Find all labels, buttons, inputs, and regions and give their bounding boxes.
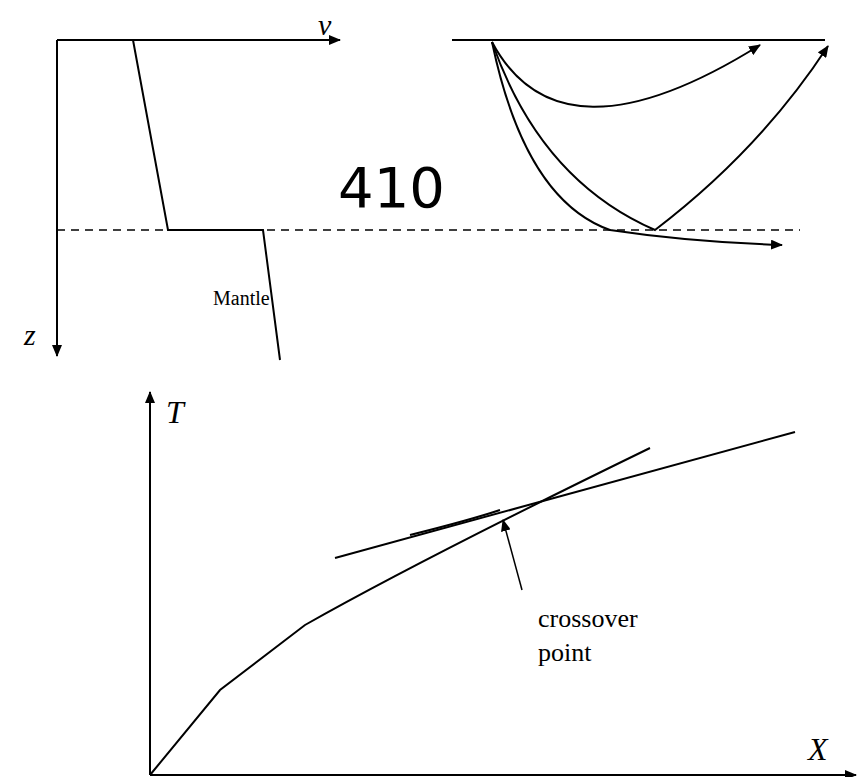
callout-label: crossover point — [538, 602, 688, 670]
velocity-axis — [57, 39, 340, 41]
refracted-ray — [492, 42, 782, 245]
axis-label: T — [166, 396, 184, 428]
reflection-branch — [410, 510, 500, 535]
axis-label: X — [808, 733, 828, 765]
depth-label: 410 — [338, 160, 445, 216]
direct-ray — [492, 42, 760, 107]
reflected-ray — [492, 42, 828, 230]
layer-label: Mantle — [213, 288, 270, 308]
time-axis — [149, 392, 151, 775]
axis-label: z — [24, 320, 36, 350]
discontinuity-line — [57, 229, 800, 231]
leader-line — [503, 520, 522, 590]
head-wave-branch — [335, 432, 795, 558]
surface-line — [452, 39, 825, 41]
velocity-profile — [133, 40, 280, 360]
depth-axis — [56, 40, 58, 356]
axis-label: v — [318, 10, 331, 40]
distance-axis — [150, 774, 856, 776]
